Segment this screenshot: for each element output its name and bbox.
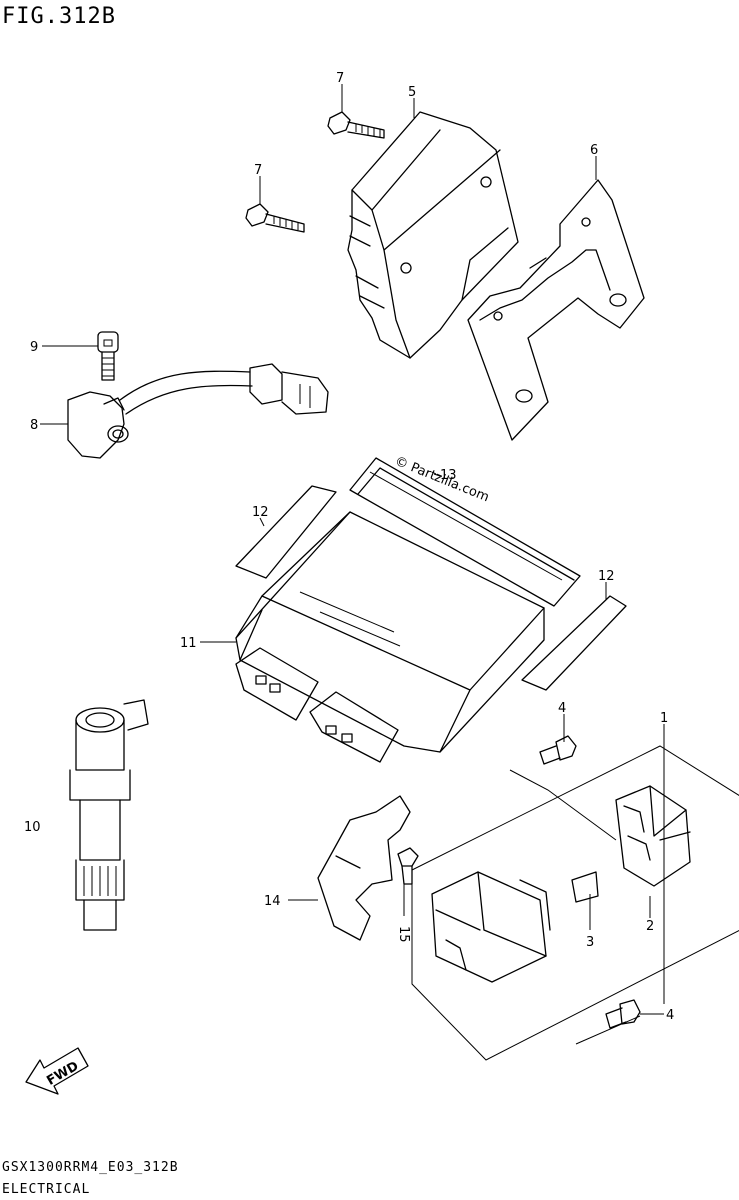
- sensor-8[interactable]: [67, 363, 329, 459]
- bolt-15[interactable]: [397, 847, 419, 885]
- figure-code: GSX1300RRM4_E03_312B: [2, 1160, 179, 1175]
- callout-2: 2: [646, 919, 654, 934]
- figure-title: FIG.312B: [2, 4, 116, 29]
- bolt-4-upper[interactable]: [539, 735, 577, 765]
- bracket-14[interactable]: [317, 795, 411, 941]
- callout-3: 3: [586, 935, 594, 950]
- bracket-6[interactable]: [467, 179, 645, 441]
- bolt-7-upper[interactable]: [327, 111, 385, 139]
- callout-15: 15: [396, 926, 411, 943]
- callout-7-lower: 7: [254, 163, 262, 178]
- callout-1: 1: [660, 711, 668, 726]
- bolt-7-lower[interactable]: [245, 203, 305, 233]
- callout-11: 11: [180, 636, 197, 651]
- watermark: © Partzilla.com: [393, 454, 492, 505]
- callout-12-right: 12: [598, 569, 615, 584]
- relay-2[interactable]: [615, 785, 691, 887]
- pad-12-left[interactable]: [235, 485, 337, 579]
- fwd-label: FWD: [44, 1059, 81, 1089]
- strap-13[interactable]: [349, 457, 581, 607]
- callout-10: 10: [24, 820, 41, 835]
- callout-4-lower: 4: [666, 1008, 674, 1023]
- leader-lines: [40, 84, 665, 1015]
- callout-7-upper: 7: [336, 71, 344, 86]
- callout-6: 6: [590, 143, 598, 158]
- figure-caption: ELECTRICAL: [2, 1182, 91, 1197]
- pad-12-right[interactable]: [521, 595, 627, 691]
- fwd-arrow-icon: FWD: [25, 1047, 89, 1095]
- relay-block[interactable]: [431, 871, 551, 983]
- relay-assembly-1[interactable]: [411, 745, 739, 1061]
- ignition-coil-10[interactable]: [69, 699, 149, 931]
- callout-4-upper: 4: [558, 701, 566, 716]
- callout-8: 8: [30, 418, 38, 433]
- callout-13: 13: [440, 468, 457, 483]
- callout-9: 9: [30, 340, 38, 355]
- callout-5: 5: [408, 85, 416, 100]
- callout-14: 14: [264, 894, 281, 909]
- fuse-3[interactable]: [571, 871, 599, 903]
- ecu-11[interactable]: [235, 511, 545, 763]
- callout-12-left: 12: [252, 505, 269, 520]
- control-module-5[interactable]: [347, 111, 519, 359]
- screw-9[interactable]: [97, 331, 119, 381]
